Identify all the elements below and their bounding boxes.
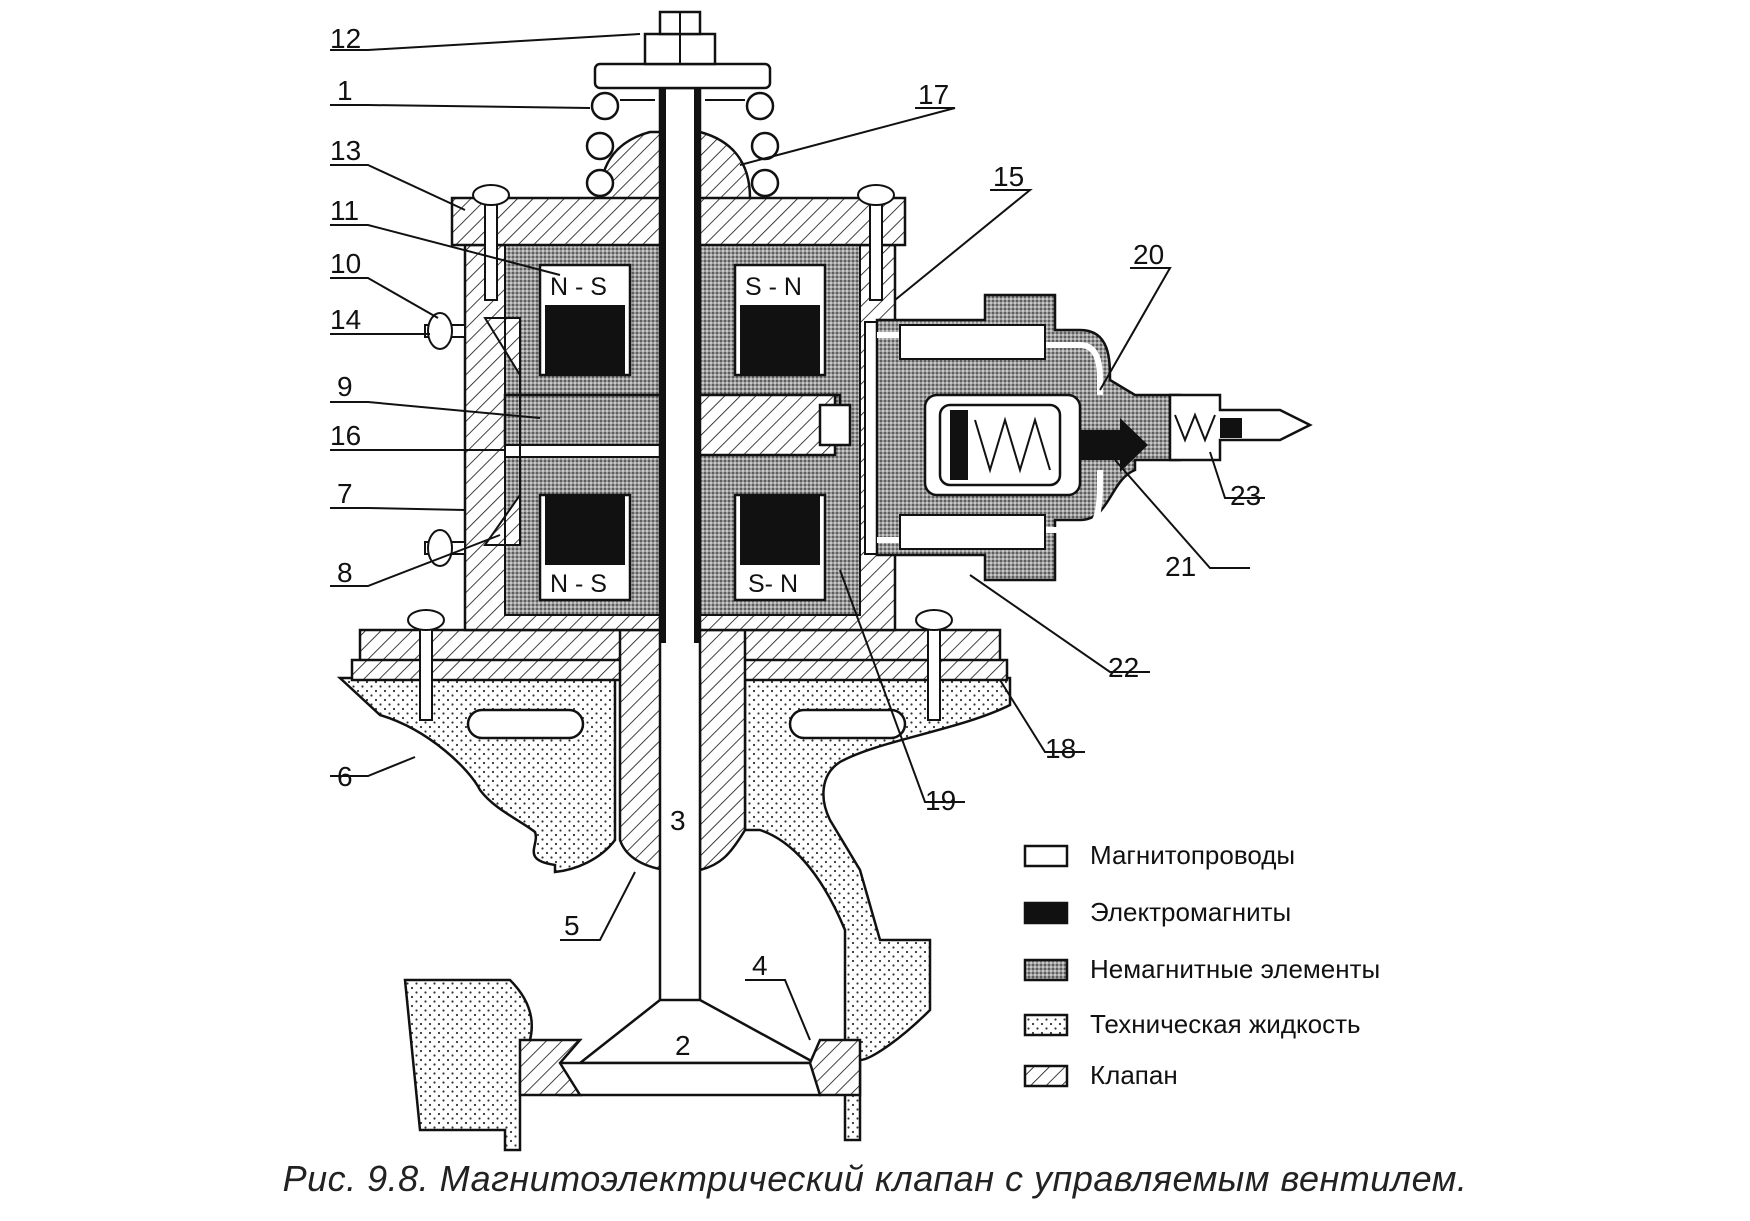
valve-seat — [518, 1038, 862, 1097]
label-4: 4 — [752, 950, 768, 981]
label-9: 9 — [337, 371, 353, 402]
legend-swatch-hatch — [1023, 1064, 1069, 1088]
legend-text-1: Электромагниты — [1090, 897, 1291, 927]
leader-lines — [330, 33, 1265, 1041]
label-18: 18 — [1045, 733, 1076, 764]
label-13: 13 — [330, 135, 361, 166]
hydraulic-control-valve — [864, 293, 1313, 582]
label-15: 15 — [993, 161, 1024, 192]
legend-swatch-dots — [1023, 1013, 1069, 1037]
legend-text-4: Клапан — [1090, 1060, 1178, 1090]
nut — [643, 10, 717, 66]
legend-text-0: Магнитопроводы — [1090, 840, 1295, 870]
figure-caption: Рис. 9.8. Магнитоэлектрический клапан с … — [282, 1158, 1468, 1199]
coil-labels: N - S S - N N - S S- N — [550, 273, 802, 598]
coil-upper-right — [733, 263, 827, 377]
valve-stem — [658, 86, 702, 1075]
label-2: 2 — [675, 1030, 691, 1061]
coil-lower-right — [733, 493, 827, 602]
coil-label-lower-left: N - S — [550, 570, 607, 598]
label-8: 8 — [337, 557, 353, 588]
legend: Магнитопроводы Электромагниты Немагнитны… — [1023, 840, 1380, 1090]
label-20: 20 — [1133, 239, 1164, 270]
label-1: 1 — [337, 75, 353, 106]
label-3: 3 — [670, 805, 686, 836]
coil-lower-left — [538, 493, 632, 602]
legend-text-2: Немагнитные элементы — [1090, 954, 1380, 984]
label-16: 16 — [330, 420, 361, 451]
spring — [585, 91, 780, 198]
label-21: 21 — [1165, 551, 1196, 582]
screws — [407, 184, 953, 721]
coil-label-lower-right: S- N — [748, 570, 798, 598]
legend-swatch-black — [1023, 901, 1069, 925]
legend-swatch-white — [1023, 844, 1069, 868]
cylinder-head — [336, 676, 1012, 1152]
spring-retainer — [593, 62, 772, 90]
label-10: 10 — [330, 248, 361, 279]
part-labels: 12 1 17 13 15 11 10 20 14 9 16 7 23 21 8… — [330, 23, 1261, 1061]
label-7: 7 — [337, 478, 353, 509]
coil-label-upper-right: S - N — [745, 273, 802, 301]
label-17: 17 — [918, 79, 949, 110]
label-11: 11 — [330, 195, 359, 226]
label-23: 23 — [1230, 480, 1261, 511]
legend-swatch-dense — [1023, 958, 1069, 982]
side-shunts — [483, 317, 521, 546]
label-22: 22 — [1108, 652, 1139, 683]
legend-text-3: Техническая жидкость — [1090, 1009, 1361, 1039]
coil-label-upper-left: N - S — [550, 273, 607, 301]
label-6: 6 — [337, 761, 353, 792]
label-12: 12 — [330, 23, 361, 54]
label-5: 5 — [564, 910, 580, 941]
coil-upper-left — [538, 263, 632, 377]
label-14: 14 — [330, 304, 361, 335]
label-19: 19 — [925, 785, 956, 816]
